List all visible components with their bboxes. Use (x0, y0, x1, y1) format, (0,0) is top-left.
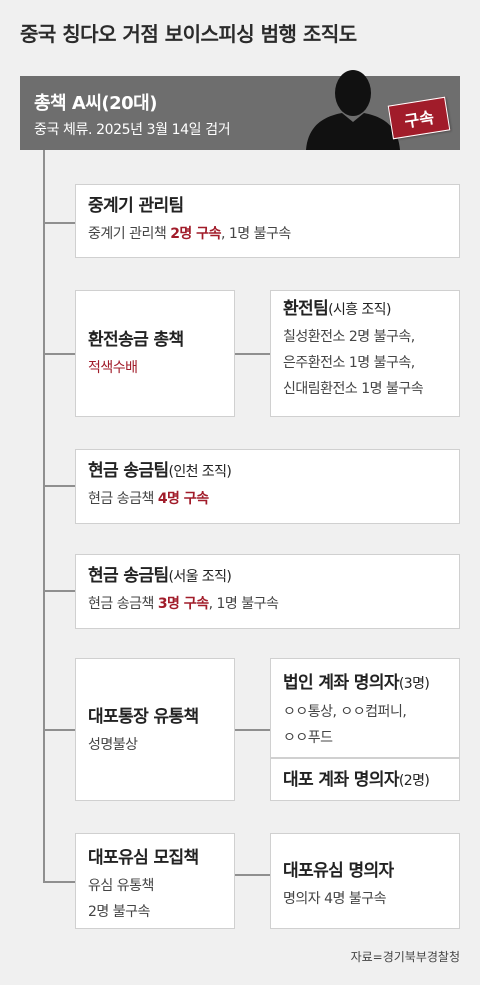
boss-description: 중국 체류. 2025년 3월 14일 검거 (34, 122, 231, 138)
exchange-team-title: 환전팀(시흥 조직) (283, 298, 391, 321)
page-title: 중국 칭다오 거점 보이스피싱 범행 조직도 (20, 22, 357, 46)
usim-holder-detail: 명의자 4명 불구속 (283, 891, 386, 907)
link-line-usim-holder (235, 874, 270, 876)
relay-team-prefix: 중계기 관리책 (88, 226, 171, 242)
cash-team-seoul-arrested: 3명 구속 (157, 596, 209, 612)
cash-team-incheon-detail: 현금 송금책 4명 구속 (88, 488, 209, 510)
main-trunk-line (43, 150, 45, 882)
cash-team-seoul-suffix: , 1명 불구속 (208, 596, 279, 612)
link-line-exchange-team (235, 353, 270, 355)
cash-team-incheon-org: (인천 조직) (168, 464, 232, 480)
usim-recruiter-title: 대포유심 모집책 (88, 848, 199, 868)
exchange-team-name: 환전팀 (283, 299, 329, 319)
corporate-account-line2: ㅇㅇ푸드 (283, 730, 333, 746)
cash-team-seoul-box: 현금 송금팀(서울 조직) 현금 송금책 3명 구속, 1명 불구속 (75, 554, 460, 629)
daepo-account-title: 대포 계좌 명의자(2명) (283, 769, 430, 792)
exchange-boss-status: 적색수배 (88, 360, 138, 376)
cash-team-incheon-title: 현금 송금팀(인천 조직) (88, 460, 232, 483)
branch-line-cash-incheon (43, 485, 75, 487)
cash-team-seoul-prefix: 현금 송금책 (88, 596, 158, 612)
link-line-passbook-accounts (235, 729, 270, 731)
exchange-team-line3: 신대림환전소 1명 불구속 (283, 381, 424, 397)
cash-team-seoul-name: 현금 송금팀 (88, 566, 169, 586)
daepo-account-box: 대포 계좌 명의자(2명) (270, 758, 460, 801)
cash-team-seoul-detail: 현금 송금책 3명 구속, 1명 불구속 (88, 593, 279, 615)
cash-team-incheon-box: 현금 송금팀(인천 조직) 현금 송금책 4명 구속 (75, 449, 460, 524)
cash-team-seoul-title: 현금 송금팀(서울 조직) (88, 565, 232, 588)
corporate-account-title: 법인 계좌 명의자(3명) (283, 672, 430, 695)
branch-line-usim (43, 881, 75, 883)
passbook-distributor-detail: 성명불상 (88, 737, 138, 753)
boss-name: 총책 A씨(20대) (34, 93, 157, 114)
exchange-team-line2: 은주환전소 1명 불구속, (283, 355, 415, 371)
cash-team-incheon-prefix: 현금 송금책 (88, 491, 158, 507)
usim-recruiter-line1: 유심 유통책 (88, 878, 154, 894)
corporate-account-box: 법인 계좌 명의자(3명) ㅇㅇ통상, ㅇㅇ컴퍼니, ㅇㅇ푸드 (270, 658, 460, 758)
relay-team-arrested: 2명 구속 (170, 226, 221, 242)
usim-recruiter-box: 대포유심 모집책 유심 유통책 2명 불구속 (75, 833, 235, 929)
exchange-boss-title: 환전송금 총책 (88, 330, 184, 350)
boss-header: 총책 A씨(20대) 중국 체류. 2025년 3월 14일 검거 (20, 76, 460, 150)
relay-team-box: 중계기 관리팀 중계기 관리책 2명 구속, 1명 불구속 (75, 184, 460, 258)
passbook-distributor-title: 대포통장 유통책 (88, 707, 199, 727)
usim-holder-box: 대포유심 명의자 명의자 4명 불구속 (270, 833, 460, 929)
relay-team-title: 중계기 관리팀 (88, 196, 184, 216)
relay-team-detail: 중계기 관리책 2명 구속, 1명 불구속 (88, 223, 291, 245)
usim-recruiter-line2: 2명 불구속 (88, 904, 150, 920)
relay-team-suffix: , 1명 불구속 (220, 226, 291, 242)
person-silhouette-icon (306, 70, 400, 150)
exchange-team-box: 환전팀(시흥 조직) 칠성환전소 2명 불구속, 은주환전소 1명 불구속, 신… (270, 290, 460, 417)
passbook-distributor-box: 대포통장 유통책 성명불상 (75, 658, 235, 801)
exchange-boss-box: 환전송금 총책 적색수배 (75, 290, 235, 417)
corporate-account-count: (3명) (398, 676, 430, 692)
branch-line-relay (43, 222, 75, 224)
corporate-account-line1: ㅇㅇ통상, ㅇㅇ컴퍼니, (283, 704, 407, 720)
corporate-account-name: 법인 계좌 명의자 (283, 673, 400, 693)
branch-line-cash-seoul (43, 590, 75, 592)
branch-line-exchange (43, 353, 75, 355)
cash-team-incheon-name: 현금 송금팀 (88, 461, 169, 481)
branch-line-passbook (43, 729, 75, 731)
daepo-account-count: (2명) (398, 773, 430, 789)
cash-team-incheon-arrested: 4명 구속 (157, 491, 209, 507)
usim-holder-title: 대포유심 명의자 (283, 861, 394, 881)
daepo-account-name: 대포 계좌 명의자 (283, 770, 400, 790)
exchange-team-line1: 칠성환전소 2명 불구속, (283, 329, 415, 345)
exchange-team-org: (시흥 조직) (328, 302, 391, 318)
source-credit: 자료=경기북부경찰청 (350, 950, 460, 964)
cash-team-seoul-org: (서울 조직) (168, 569, 232, 585)
